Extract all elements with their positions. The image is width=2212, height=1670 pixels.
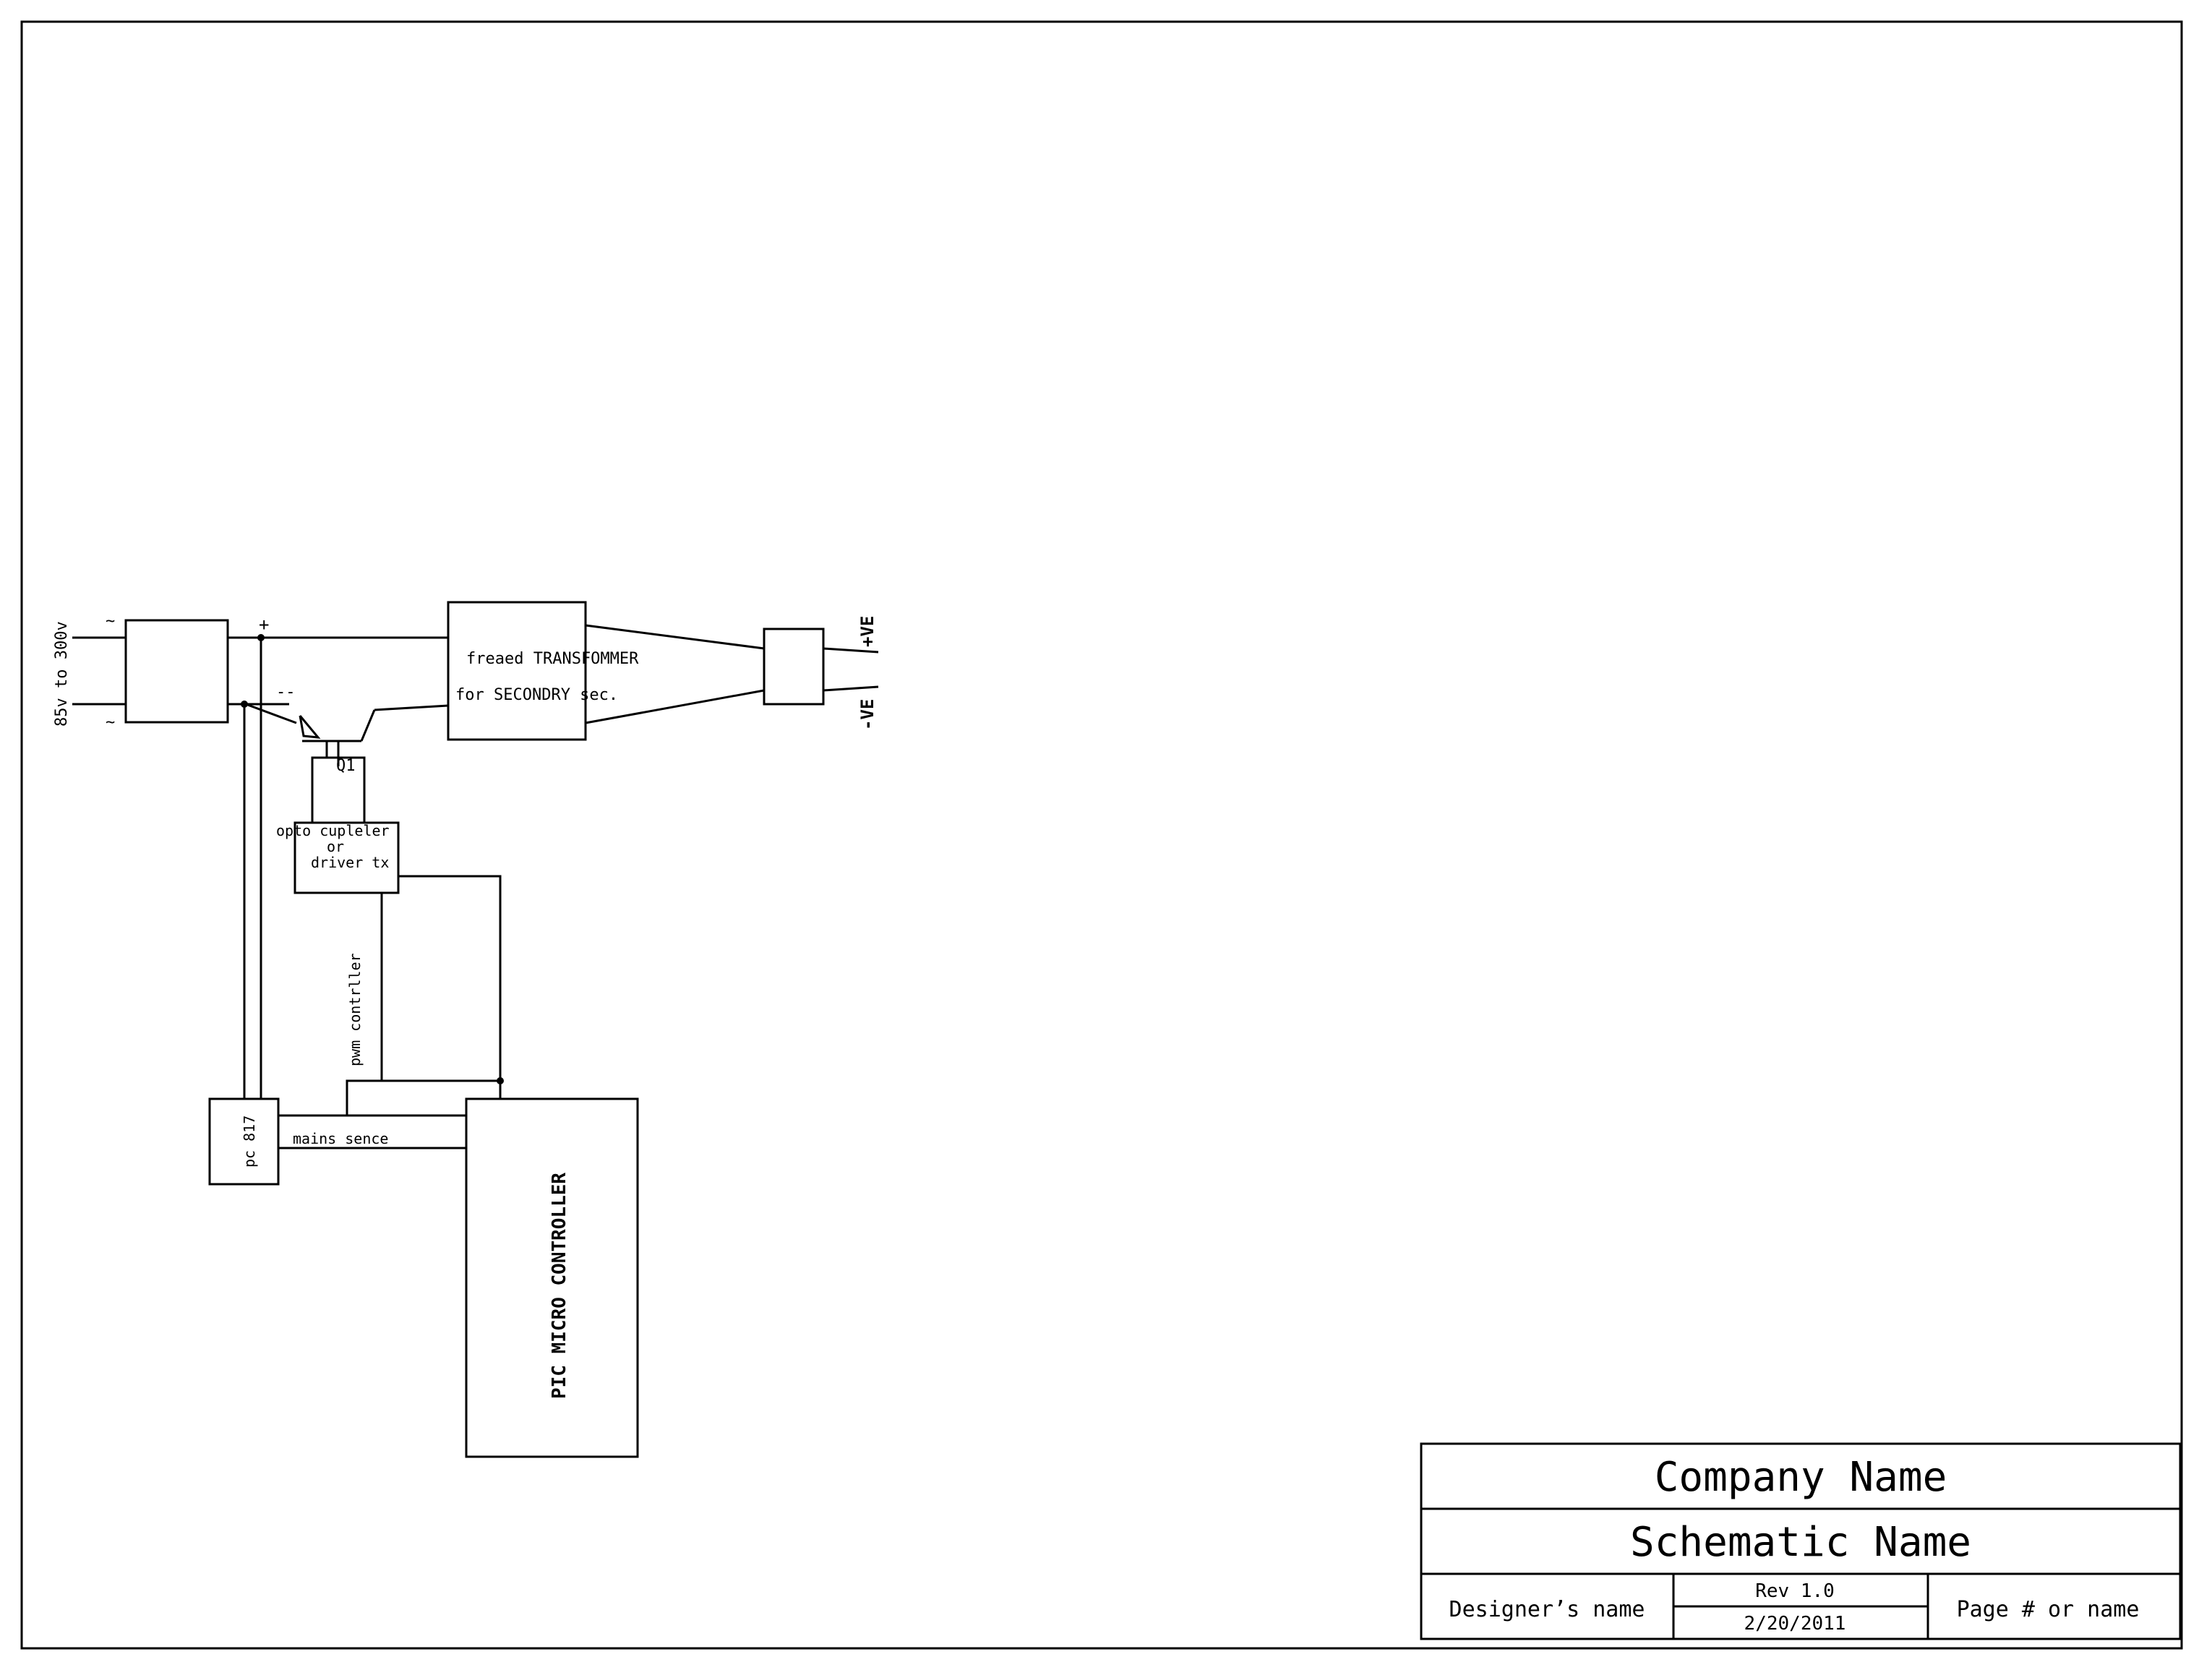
schematic-name: Schematic Name <box>1630 1519 1971 1566</box>
pc817-label: pc 817 <box>241 1116 258 1168</box>
driver-label-line1: opto cupleler <box>276 822 390 839</box>
output-negative-label: -VE <box>857 699 878 730</box>
driver-feed-wire <box>398 875 502 1099</box>
junction-dot-mcu <box>497 1077 504 1084</box>
ac-tilde-top: ~ <box>106 612 115 630</box>
output-positive-label: +VE <box>857 616 878 647</box>
transformer-out-top <box>585 624 765 650</box>
mcu-block <box>465 1097 639 1458</box>
driver-block <box>293 821 400 894</box>
company-name: Company Name <box>1655 1454 1947 1501</box>
bridge-plus-label: + <box>259 615 269 635</box>
output-wire-positive <box>823 647 879 654</box>
sheet-border <box>20 20 2183 1650</box>
revision: Rev 1.0 <box>1755 1580 1835 1602</box>
bridge-minus-label: -- <box>276 683 296 701</box>
title-block <box>1420 1442 2182 1640</box>
input-voltage-label: 85v to 300v <box>53 621 71 727</box>
title-block-frame <box>1420 1442 2182 1640</box>
pc817-upper-trace <box>278 1079 382 1117</box>
junction-dot-positive <box>257 634 265 641</box>
designer-name: Designer’s name <box>1449 1597 1645 1622</box>
transformer-label-line2: for SECONDRY sec. <box>455 686 618 704</box>
negative-rail-to-emitter <box>245 703 297 724</box>
output-rectifier-block <box>763 628 825 706</box>
ac-tilde-bottom: ~ <box>106 714 115 732</box>
q1-collector-wire <box>374 704 449 711</box>
junction-dot-negative <box>241 701 248 708</box>
transformer-out-bottom <box>585 689 765 724</box>
rectifier-block <box>124 619 229 724</box>
pwm-controller-label: pwm contrller <box>346 953 364 1066</box>
transformer-label-line1: freaed TRANSFOMMER <box>466 650 639 668</box>
q1-emitter-arrow <box>299 715 321 739</box>
date: 2/20/2011 <box>1744 1613 1846 1635</box>
transformer-block <box>447 601 587 741</box>
mcu-label: PIC MICRO CONTROLLER <box>549 1173 570 1399</box>
output-wire-negative <box>823 685 879 692</box>
circuit <box>72 601 879 1458</box>
driver-label-line2: or <box>327 838 344 855</box>
q1-collector <box>360 709 376 742</box>
driver-label-line3: driver tx <box>311 854 389 871</box>
pc817-block <box>208 1097 280 1186</box>
page-name: Page # or name <box>1957 1597 2140 1622</box>
mains-sense-label: mains sence <box>293 1130 388 1147</box>
q1-label: Q1 <box>336 757 356 775</box>
